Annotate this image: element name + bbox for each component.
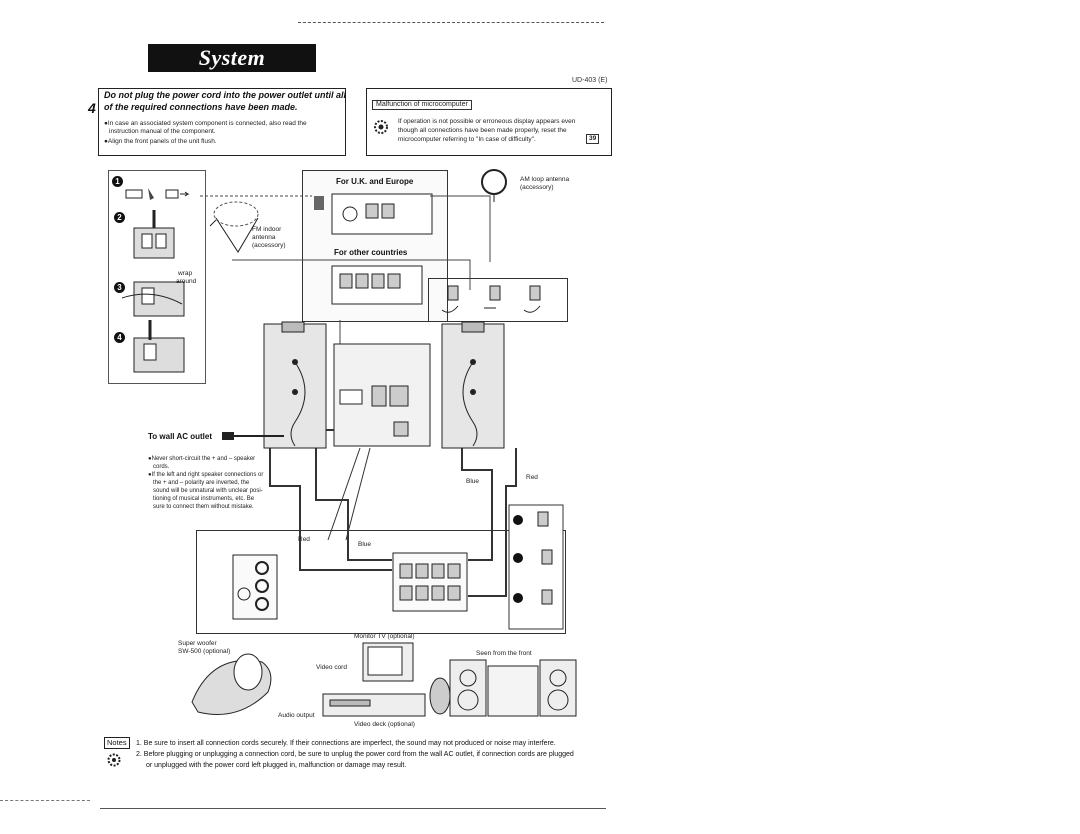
audio-output-label: Audio output [278,712,315,719]
wire-blue-right: Blue [466,478,480,485]
warning-heading-2: of the required connections have been ma… [104,102,298,112]
speaker-note-2d: tioning of musical instruments, etc. Be [153,496,255,502]
fm-antenna-label-1: FM indoor [252,226,282,233]
main-unit [333,343,431,447]
speaker-note-2c: sound will be unnatural with unclear pos… [153,488,263,494]
video-deck-label: Video deck (optional) [354,721,415,728]
notes-label: Notes [104,737,130,749]
fm-antenna-label-3: (accessory) [252,242,286,249]
bottom-rule [100,808,606,809]
step-1-marker: 1 [112,176,123,187]
am-steps-box [428,278,568,322]
front-system-drawing [429,659,577,717]
rear-jack-panel [232,554,278,620]
malfunction-heading: Malfunction of microcomputer [372,100,472,110]
speaker-note-1b: cords. [153,464,170,470]
super-woofer-label-2: SW-500 (optional) [178,648,231,655]
malfunction-line-2: though all connections have been made pr… [398,127,567,134]
step-2-marker: 2 [114,212,125,223]
malfunction-line-3: microcomputer referring to "In case of d… [398,136,536,143]
malfunction-box [366,88,612,156]
step-3-marker: 3 [114,282,125,293]
speaker-terminal-block [392,552,468,612]
step-4-marker: 4 [114,332,125,343]
speaker-note-2a: ●If the left and right speaker connectio… [148,472,264,478]
am-antenna-label-1: AM loop antenna [520,176,570,183]
speaker-note-2e: sure to connect them without mistake. [153,504,254,510]
bottom-rule-left [0,800,90,801]
fm-antenna-label-2: antenna [252,234,276,241]
wire-red-left: Red [298,536,310,543]
warning-bullet-1a: ●In case an associated system component … [104,120,307,127]
am-loop-antenna [481,169,507,202]
monitor-tv-label: Monitor TV (optional) [354,633,415,640]
header-rule [298,22,604,23]
am-antenna-label-2: (accessory) [520,184,554,191]
gear-icon [372,118,390,136]
speaker-note-1a: ●Never short-circuit the + and – speaker [148,456,256,462]
right-speaker [441,321,505,449]
warning-bullet-2: ●Align the front panels of the unit flus… [104,138,217,145]
uk-terminal-panel [314,193,433,235]
video-cord-label: Video cord [316,664,347,671]
monitor-tv-drawing [362,642,414,682]
wire-blue-left: Blue [358,541,372,548]
page-title: System connection [148,44,316,98]
wrap-label-1: wrap [178,270,193,277]
warning-bullet-1b: instruction manual of the component. [109,128,216,135]
ac-plug-icon [222,432,284,440]
note-3: or unplugged with the power cord left pl… [146,762,407,769]
region-other: For other countries [334,248,408,257]
fm-antenna-drawing [209,201,259,253]
left-speaker [263,321,327,449]
model-code: UD-403 (E) [572,77,608,84]
ac-outlet-label: To wall AC outlet [148,432,212,441]
note-2: 2. Before plugging or unplugging a conne… [136,751,574,758]
other-terminal-panel [331,265,423,305]
super-woofer-label-1: Super woofer [178,640,217,647]
gear-icon [106,752,122,768]
rear-panel-box [196,530,566,634]
wrap-label-2: around [176,278,197,285]
note-1: 1. Be sure to insert all connection cord… [136,740,556,747]
am-steps-drawing [441,285,541,313]
antenna-procedure-box [108,170,206,384]
warning-box [98,88,346,156]
region-uk-europe: For U.K. and Europe [336,177,414,186]
malfunction-ref: 39 [586,134,600,144]
speaker-note-2b: the + and – polarity are inverted, the [153,480,250,486]
antenna-steps-drawing [121,188,190,373]
wire-red-right: Red [526,474,538,481]
warning-heading-1: Do not plug the power cord into the powe… [104,90,346,100]
malfunction-line-1: If operation is not possible or erroneou… [398,118,576,125]
super-woofer-drawing [191,653,272,715]
seen-from-front-label: Seen from the front [476,650,532,657]
speaker-steps-drawing [508,504,564,630]
page-number: 4 [88,100,96,116]
video-deck-drawing [322,693,426,717]
